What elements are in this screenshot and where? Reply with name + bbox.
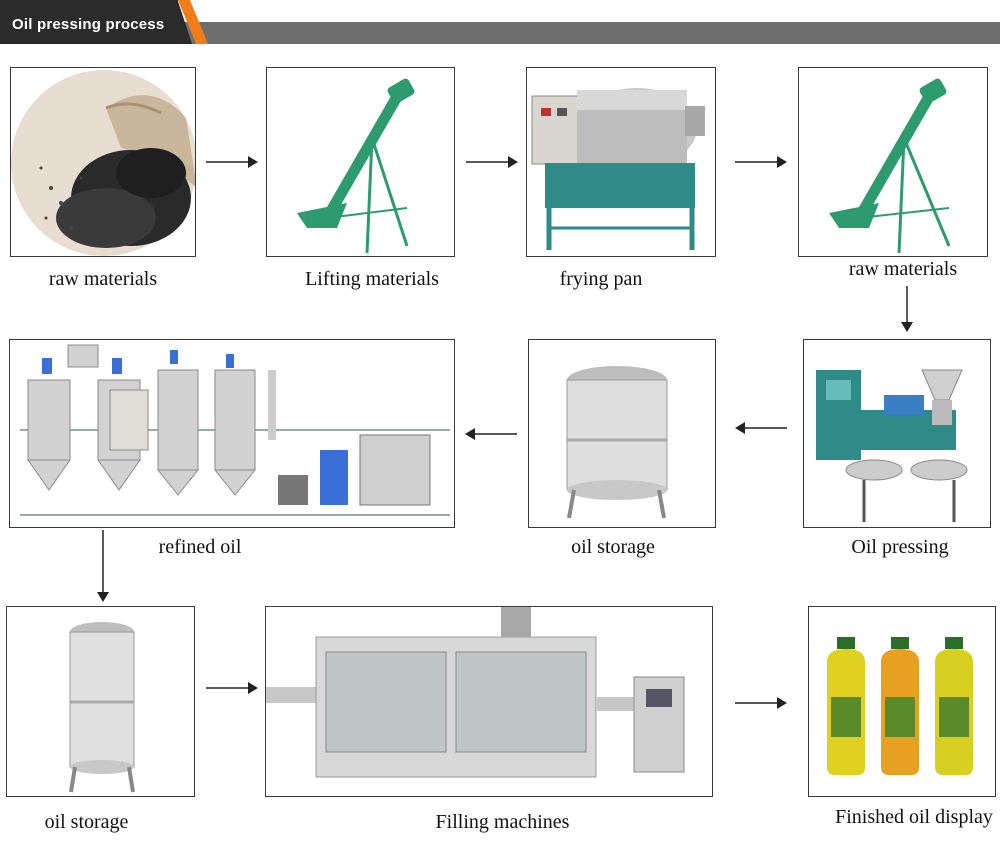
step-raw-materials-2-image: [798, 67, 988, 257]
flow-arrow-left: [465, 426, 517, 442]
step-oil-storage-2-image: [6, 606, 195, 797]
step-raw-materials-image: [10, 67, 196, 257]
step-lifting-materials-image: [266, 67, 455, 257]
flow-arrow-right: [735, 695, 787, 711]
step-finished-oil-display-label: Finished oil display: [835, 806, 993, 828]
step-oil-pressing-image: [803, 339, 991, 528]
flow-arrow-left: [735, 420, 787, 436]
step-raw-materials-2-label: raw materials: [848, 258, 958, 280]
step-oil-storage-label: oil storage: [571, 536, 655, 558]
header-tab: [0, 0, 178, 44]
step-raw-materials-label: raw materials: [48, 268, 158, 290]
step-frying-pan-label: frying pan: [559, 268, 643, 290]
flow-arrow-right: [206, 680, 258, 696]
step-oil-pressing-label: Oil pressing: [851, 536, 949, 558]
step-refined-oil-image: [9, 339, 455, 528]
step-frying-pan-image: [526, 67, 716, 257]
flow-arrow-down: [95, 530, 111, 602]
step-lifting-materials-label: Lifting materials: [305, 268, 439, 290]
step-finished-oil-display-image: [808, 606, 996, 797]
step-filling-machines-image: [265, 606, 713, 797]
flow-arrow-down: [899, 286, 915, 332]
step-filling-machines-label: Filling machines: [435, 811, 570, 833]
flow-arrow-right: [735, 154, 787, 170]
page-title: Oil pressing process: [12, 16, 165, 33]
step-oil-storage-image: [528, 339, 716, 528]
step-refined-oil-label: refined oil: [158, 536, 242, 558]
step-oil-storage-2-label: oil storage: [44, 811, 129, 833]
header-bar: [0, 22, 1000, 44]
flow-arrow-right: [206, 154, 258, 170]
flow-arrow-right: [466, 154, 518, 170]
